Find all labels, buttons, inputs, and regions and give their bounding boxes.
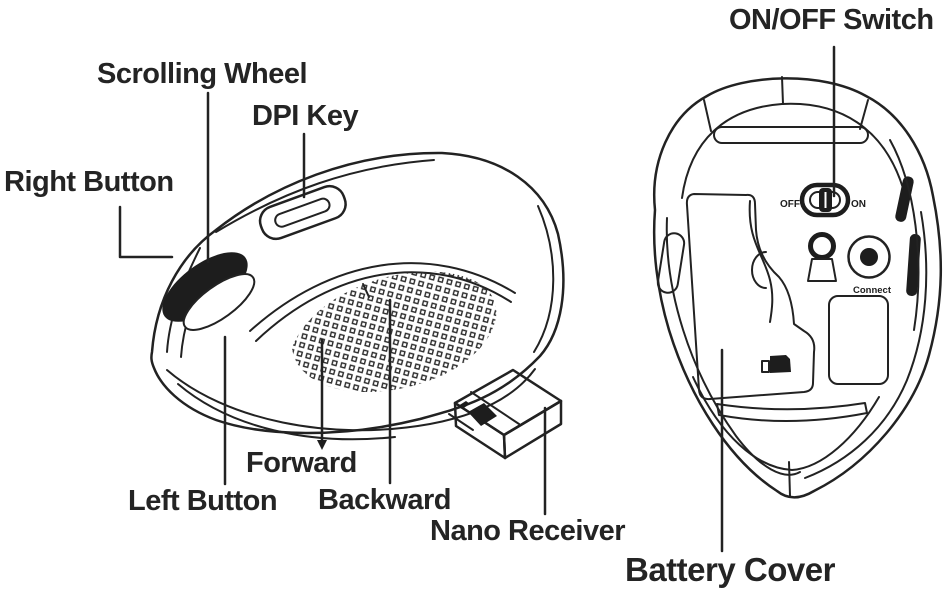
receiver-seam	[470, 391, 520, 425]
label-left-button: Left Button	[128, 485, 278, 517]
bottom-view-mouse-drawing: OFF ON Connect	[652, 76, 943, 499]
side-button-strip-top	[249, 262, 516, 332]
bottom-shell-line-2	[177, 383, 396, 441]
receiver-front-face	[502, 399, 563, 460]
micro-sd-slot	[761, 360, 770, 373]
inner-wall-left	[665, 217, 801, 476]
battery-cover-hook-line	[748, 200, 774, 323]
front-band-inner-arc	[681, 102, 904, 199]
compartment-rect	[828, 295, 889, 385]
rear-curve	[533, 205, 555, 353]
on-text: ON	[851, 199, 866, 210]
inner-bottom-arc	[692, 376, 880, 471]
side-view-mouse-drawing	[150, 151, 565, 441]
label-backward: Backward	[318, 484, 452, 516]
bottom-outline	[652, 77, 943, 499]
nano-receiver-drawing	[448, 368, 563, 460]
front-band-divider-3	[859, 99, 869, 130]
usb-plug-latch	[468, 403, 497, 426]
mouse-body-outline	[150, 151, 565, 435]
front-band-divider-1	[703, 99, 712, 132]
label-dpi-key: DPI Key	[252, 100, 359, 132]
scroll-wheel-shape	[162, 252, 248, 322]
scroll-wheel-slot	[182, 273, 256, 331]
label-nano-receiver: Nano Receiver	[430, 515, 626, 547]
micro-sd-icon	[770, 355, 791, 373]
label-right-button: Right Button	[4, 166, 174, 198]
usb-plug-notch	[458, 401, 470, 409]
bottom-shell-line-1	[166, 368, 536, 432]
indicator-led-icon	[808, 232, 836, 260]
leader-lines	[118, 45, 836, 553]
inner-wall-right	[804, 211, 928, 479]
glide-pad-band	[716, 402, 868, 423]
leader-forward-arrowhead	[317, 440, 327, 450]
front-band-divider-2	[781, 76, 784, 105]
indicator-led-base	[807, 258, 837, 282]
right-edge-seam	[889, 139, 920, 331]
connect-text: Connect	[853, 285, 892, 296]
grip-texture	[292, 271, 497, 393]
bottom-tip-divider	[788, 461, 791, 497]
connect-button-center	[860, 248, 878, 266]
leader-right-button	[118, 205, 174, 259]
top-plate-seam	[215, 159, 435, 233]
label-battery-cover: Battery Cover	[625, 551, 835, 588]
label-scrolling-wheel: Scrolling Wheel	[97, 58, 308, 90]
dpi-key-shape	[258, 184, 347, 241]
usb-plug-cap-seam	[448, 413, 474, 431]
off-text: OFF	[780, 199, 800, 210]
label-forward: Forward	[246, 447, 357, 479]
sensor-bump	[751, 251, 767, 289]
front-inner-edge	[713, 126, 869, 144]
connect-button-ring	[847, 235, 891, 279]
left-glide-pill	[656, 232, 686, 294]
label-on-off-switch: ON/OFF Switch	[729, 4, 934, 36]
